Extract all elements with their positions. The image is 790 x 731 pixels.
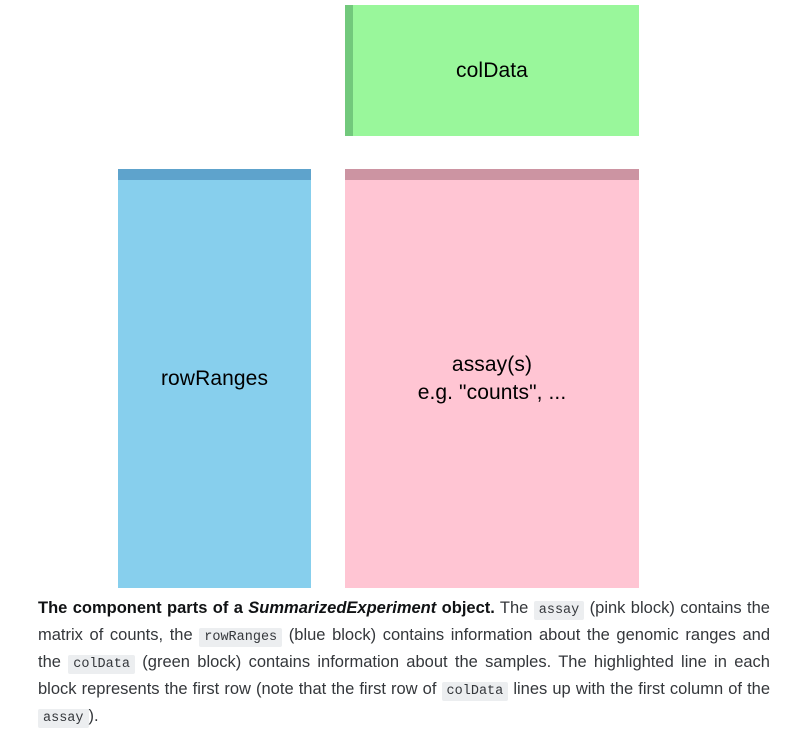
code-coldata-2: colData bbox=[441, 682, 509, 701]
code-coldata: colData bbox=[68, 655, 135, 674]
caption-text-2: (pink block) contains the matrix of coun… bbox=[38, 599, 770, 644]
assay-block-label: assay(s) e.g. "counts", ... bbox=[417, 353, 567, 404]
assay-first-row-highlight bbox=[345, 169, 639, 180]
code-assay: assay bbox=[533, 601, 585, 620]
rowranges-block: rowRanges bbox=[118, 169, 311, 588]
assay-block: assay(s) e.g. "counts", ... bbox=[345, 169, 639, 588]
caption-text-6: ). bbox=[88, 707, 99, 725]
caption-lead-bold: The component parts of a bbox=[38, 599, 243, 617]
coldata-first-row-highlight bbox=[345, 5, 353, 136]
figure-caption: The component parts of a SummarizedExper… bbox=[38, 596, 770, 731]
coldata-block-label: colData bbox=[456, 58, 528, 82]
caption-text-1: The bbox=[494, 599, 534, 617]
rowranges-block-label: rowRanges bbox=[160, 366, 269, 390]
caption-text-5: lines up with the first column of the bbox=[508, 680, 770, 698]
coldata-block: colData bbox=[345, 5, 639, 136]
caption-text-3: (blue block) contains information about … bbox=[38, 626, 770, 671]
caption-text-4: (green block) contains information about… bbox=[38, 653, 770, 698]
code-assay-2: assay bbox=[38, 709, 89, 728]
rowranges-first-row-highlight bbox=[118, 169, 311, 180]
code-rowranges: rowRanges bbox=[199, 628, 283, 647]
caption-lead-bold-end: object. bbox=[441, 599, 495, 617]
caption-lead-bold-italic: SummarizedExperiment bbox=[248, 599, 437, 617]
